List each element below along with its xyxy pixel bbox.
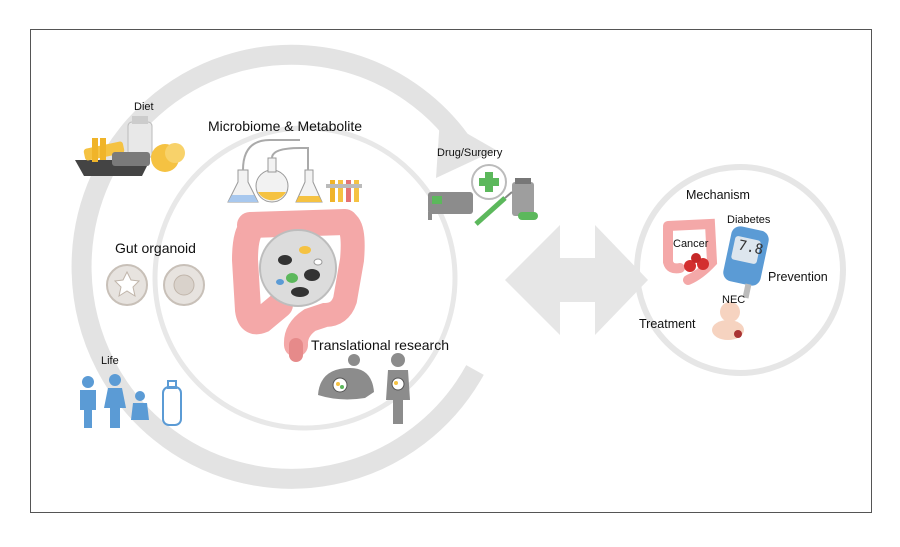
drug-surgery-icon xyxy=(428,164,538,226)
label-treatment: Treatment xyxy=(639,317,696,331)
infant-icon xyxy=(712,302,744,340)
gut-organoid-icon xyxy=(106,264,205,306)
glucose-meter-icon xyxy=(723,226,769,299)
double-arrow-icon xyxy=(505,225,648,335)
lab-flask-icon xyxy=(227,139,362,203)
label-drug-surgery: Drug/Surgery xyxy=(437,147,503,159)
label-diabetes: Diabetes xyxy=(727,214,771,226)
label-nec: NEC xyxy=(722,294,746,306)
label-prevention: Prevention xyxy=(768,270,828,284)
mouse-human-icon xyxy=(318,353,410,424)
ring-arrowhead xyxy=(436,118,496,178)
label-life: Life xyxy=(101,355,119,367)
diet-food-icon xyxy=(75,116,185,176)
intestine-icon xyxy=(231,209,365,362)
cancer-intestine-icon xyxy=(663,218,718,285)
label-mechanism: Mechanism xyxy=(686,188,750,202)
outer-cycle-ring xyxy=(71,44,496,489)
label-microbiome: Microbiome & Metabolite xyxy=(208,118,363,134)
label-diet: Diet xyxy=(134,101,154,113)
label-gut-organoid: Gut organoid xyxy=(115,240,196,256)
label-translational: Translational research xyxy=(311,337,449,353)
label-cancer: Cancer xyxy=(673,238,709,250)
life-family-icon xyxy=(80,374,182,428)
inner-ring xyxy=(152,125,458,431)
